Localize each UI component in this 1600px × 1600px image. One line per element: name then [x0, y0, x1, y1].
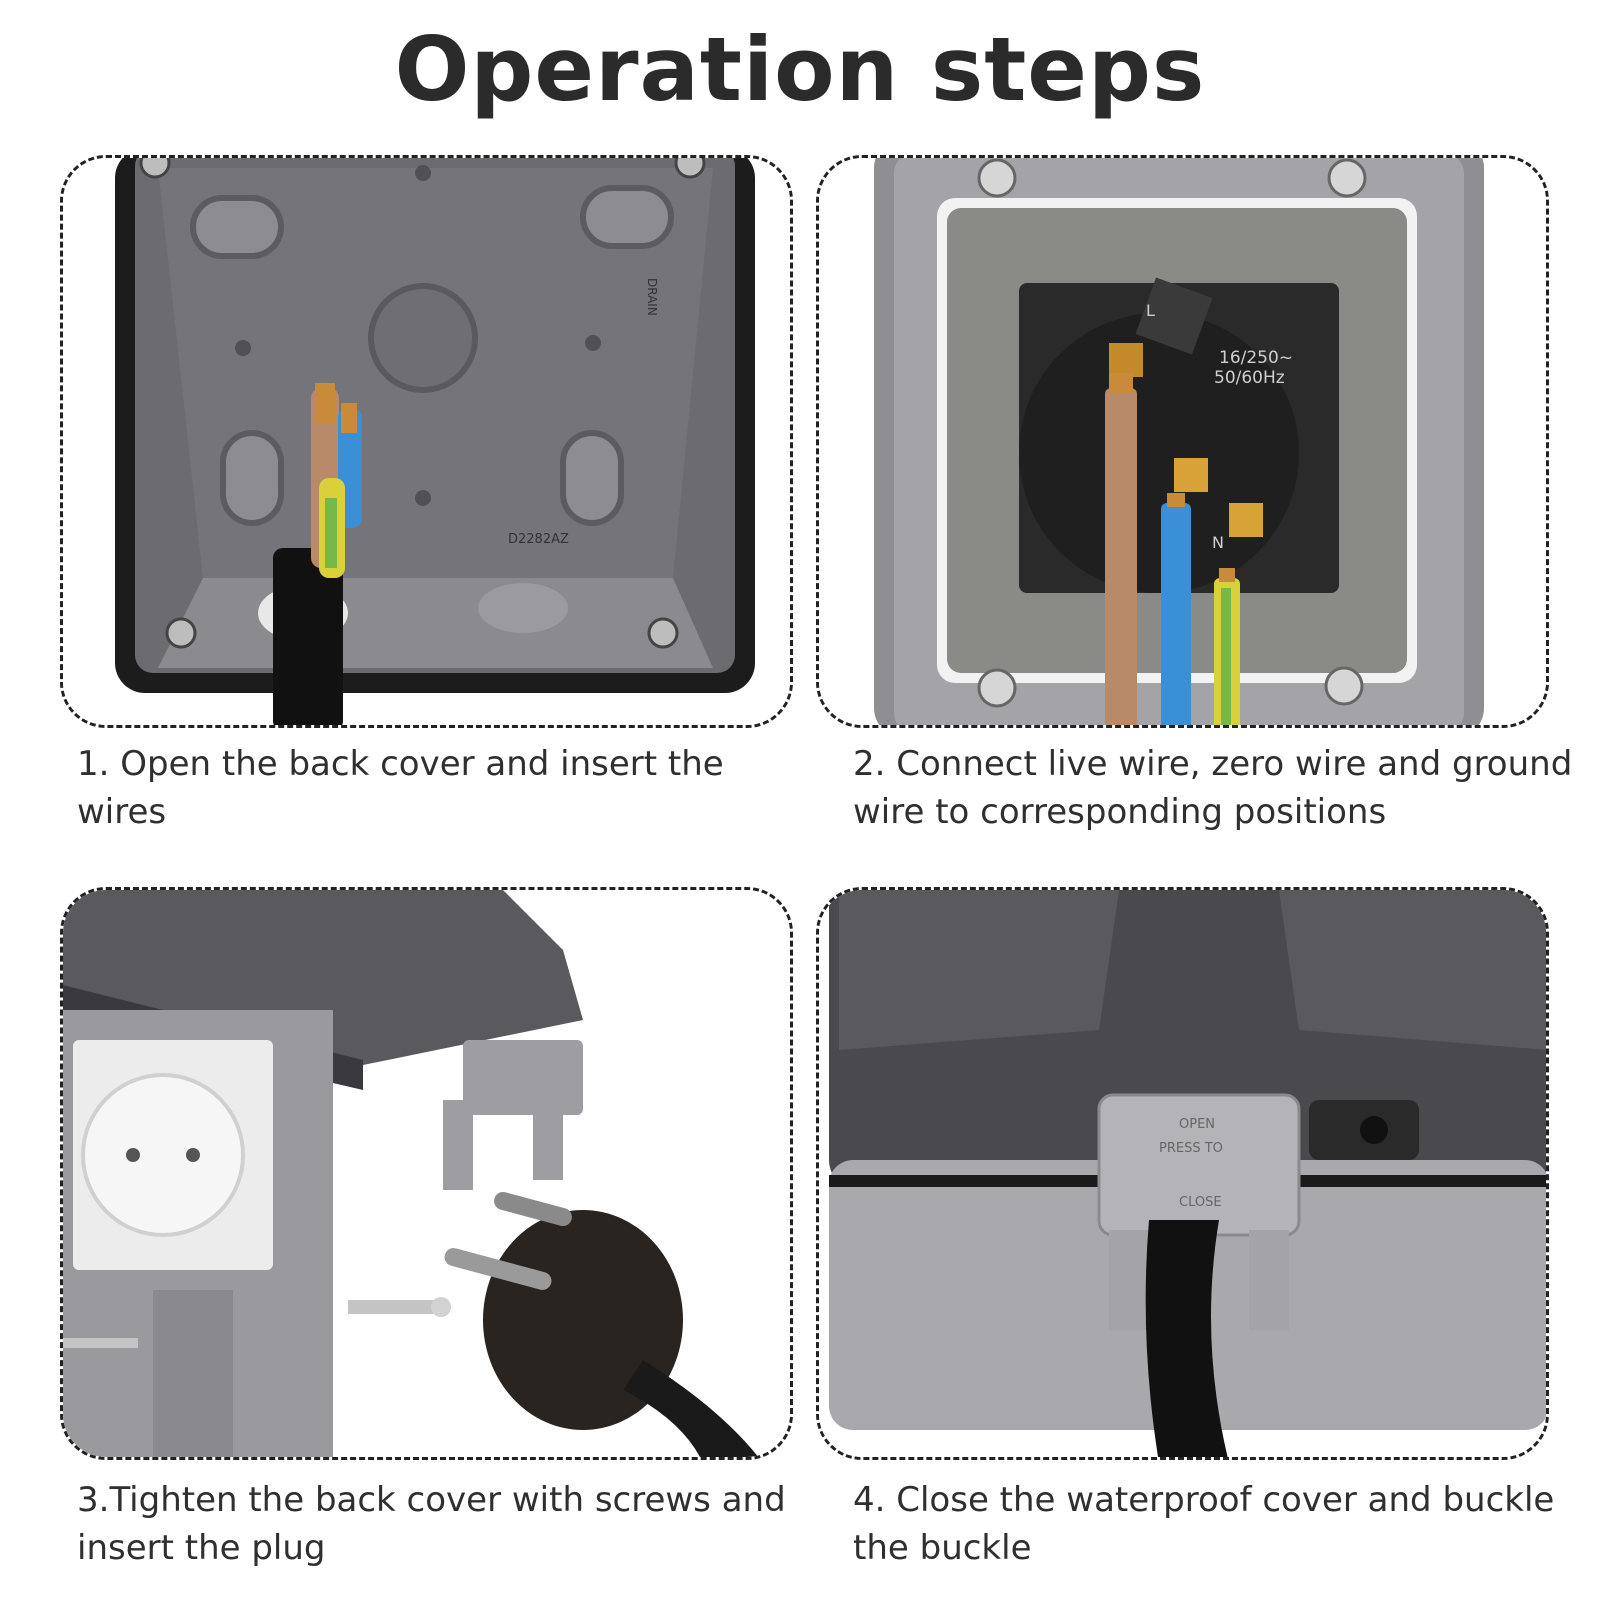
step-2-caption: 2. Connect live wire, zero wire and grou…: [853, 744, 1573, 832]
neutral-terminal-label: N: [1212, 533, 1224, 552]
step-1-image: DRAIN D2282AZ: [60, 155, 793, 728]
rating-label: 16/250~: [1219, 348, 1293, 368]
step-4-caption: 4. Close the waterproof cover and buckle…: [853, 1480, 1555, 1568]
live-terminal-label: L: [1146, 301, 1155, 320]
step-3-caption: 3.Tighten the back cover with screws and…: [77, 1480, 786, 1568]
step-4-image: OPEN PRESS TO CLOSE: [816, 887, 1549, 1460]
buckle-open-label: OPEN: [1179, 1117, 1215, 1132]
drain-label: DRAIN: [645, 278, 659, 316]
step-1-caption: 1. Open the back cover and insert the wi…: [77, 744, 724, 832]
buckle-press-label: PRESS TO: [1159, 1141, 1223, 1156]
buckle-close-label: CLOSE: [1179, 1195, 1222, 1210]
page-title: Operation steps: [394, 18, 1206, 121]
step-3-image: [60, 887, 793, 1460]
model-label: D2282AZ: [508, 532, 569, 547]
step-2-image: 16/250~ 50/60Hz L N: [816, 155, 1549, 728]
frequency-label: 50/60Hz: [1214, 368, 1285, 388]
